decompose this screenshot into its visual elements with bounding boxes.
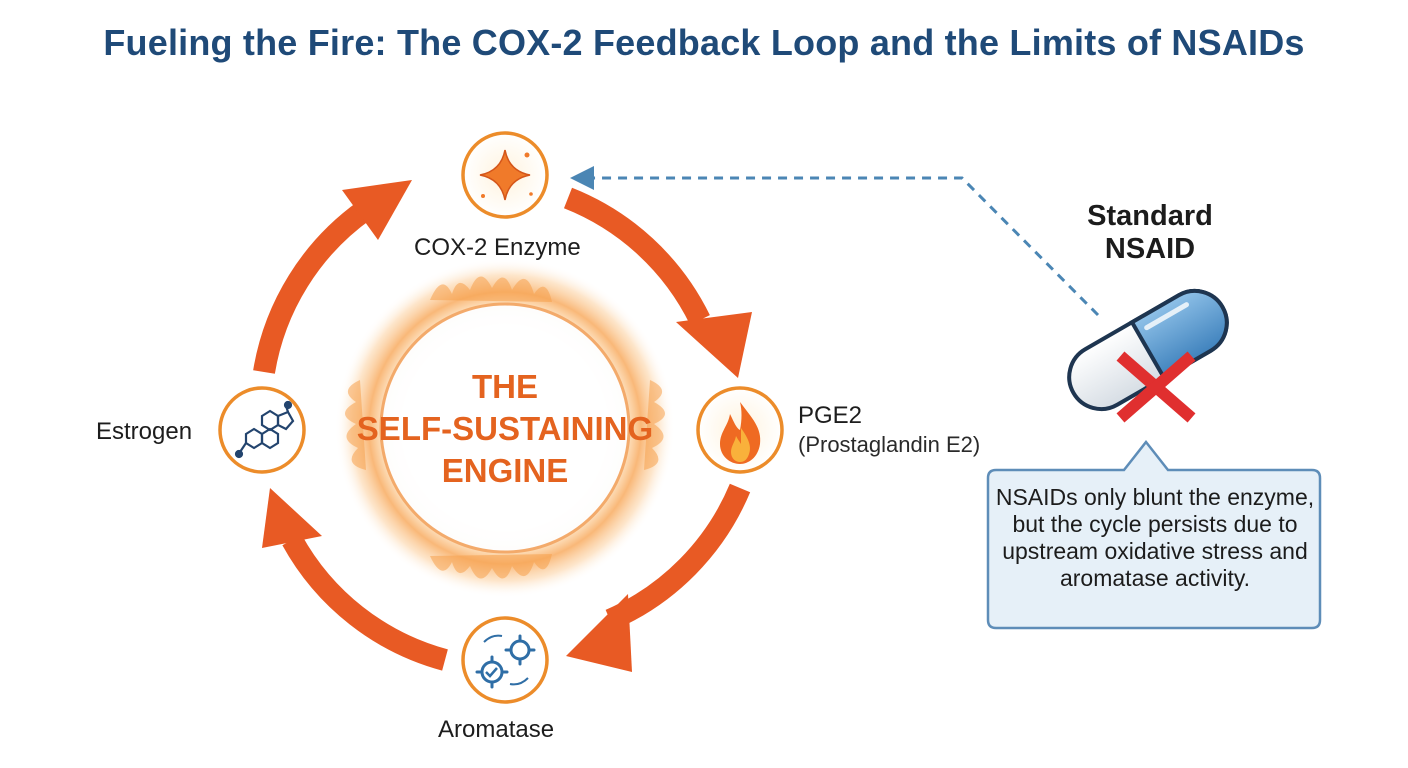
steroid-molecule-icon — [234, 400, 295, 459]
center-line-1: THE — [472, 368, 538, 405]
estrogen-label: Estrogen — [96, 418, 193, 445]
aromatase-label: Aromatase — [438, 716, 555, 743]
red-x-icon — [1116, 351, 1196, 423]
drug-label-line-1: Standard — [1087, 200, 1213, 232]
cycle-arrows — [253, 187, 751, 671]
dashed-arrowhead — [570, 166, 594, 190]
arrowhead-to-cox2 — [342, 180, 412, 240]
nsaid-dashed-arrow — [570, 166, 1100, 317]
arrow-cox2-to-pge2 — [563, 187, 710, 325]
pge2-label: PGE2 — [798, 402, 863, 429]
center-line-2: SELF-SUSTAINING — [356, 410, 654, 447]
page-title: Fueling the Fire: The COX-2 Feedback Loo… — [103, 22, 1305, 63]
center-title: THE SELF-SUSTAINING ENGINE — [330, 366, 680, 492]
cycle-arrowheads — [262, 180, 752, 672]
pill-capsule-icon — [1067, 288, 1229, 411]
drug-label-line-2: NSAID — [1104, 233, 1196, 265]
arrowhead-to-aromatase — [566, 594, 632, 672]
cox2-node — [461, 131, 549, 219]
cox2-label: COX-2 Enzyme — [414, 234, 581, 261]
estrogen-node — [218, 386, 306, 474]
drug-label: Standard NSAID — [1040, 200, 1260, 266]
pge2-node — [696, 386, 784, 474]
pge2-sublabel: (Prostaglandin E2) — [798, 432, 981, 457]
arrowhead-to-estrogen — [262, 488, 322, 548]
callout-text: NSAIDs only blunt the enzyme, but the cy… — [995, 484, 1315, 591]
arrow-aromatase-to-estrogen — [282, 534, 448, 671]
sparkle-icon — [479, 149, 533, 201]
callout-box — [986, 439, 1322, 630]
flame-icon — [720, 402, 761, 464]
arrow-estrogen-to-cox2 — [253, 201, 372, 374]
gears-icon — [475, 634, 536, 689]
arrowhead-to-pge2 — [676, 312, 752, 378]
aromatase-node — [461, 616, 549, 704]
fire-ring — [335, 258, 675, 598]
center-line-3: ENGINE — [441, 452, 569, 489]
arrow-pge2-to-aromatase — [605, 483, 751, 631]
